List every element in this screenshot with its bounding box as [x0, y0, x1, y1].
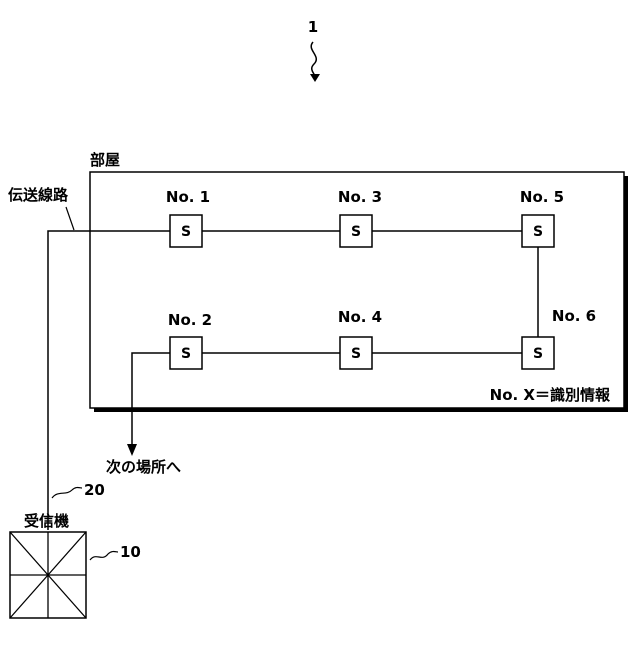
figure-pointer-arrow	[311, 42, 316, 78]
room-boundary	[90, 172, 624, 408]
legend-text: No. X＝識別情報	[490, 386, 611, 404]
sensor-no4-letter: S	[351, 346, 361, 362]
sensor-no2-letter: S	[181, 346, 191, 362]
receiver-ref-leader	[90, 552, 118, 561]
transmission-line-ref-leader	[52, 488, 82, 499]
sensor-no3-letter: S	[351, 224, 361, 240]
sensor-no6-id: No. 6	[552, 307, 596, 325]
receiver-icon	[10, 532, 86, 618]
figure-number: 1	[308, 18, 318, 36]
sensor-no2-id: No. 2	[168, 311, 212, 329]
sensor-no4-id: No. 4	[338, 308, 382, 326]
transmission-line-leader	[66, 207, 74, 230]
receiver-label: 受信機	[24, 512, 69, 530]
sensor-no5-letter: S	[533, 224, 543, 240]
transmission-line-ref: 20	[84, 481, 105, 499]
sensor-no6-letter: S	[533, 346, 543, 362]
next-place-label: 次の場所へ	[106, 458, 181, 476]
sensor-no1-id: No. 1	[166, 188, 210, 206]
sensor-no5-id: No. 5	[520, 188, 564, 206]
room-label: 部屋	[90, 151, 120, 169]
transmission-line-label: 伝送線路	[8, 186, 69, 204]
receiver-ref: 10	[120, 543, 141, 561]
next-place-arrowhead	[127, 444, 137, 456]
figure-pointer-arrowhead	[310, 74, 320, 82]
sensor-no3-id: No. 3	[338, 188, 382, 206]
sensor-no1-letter: S	[181, 224, 191, 240]
